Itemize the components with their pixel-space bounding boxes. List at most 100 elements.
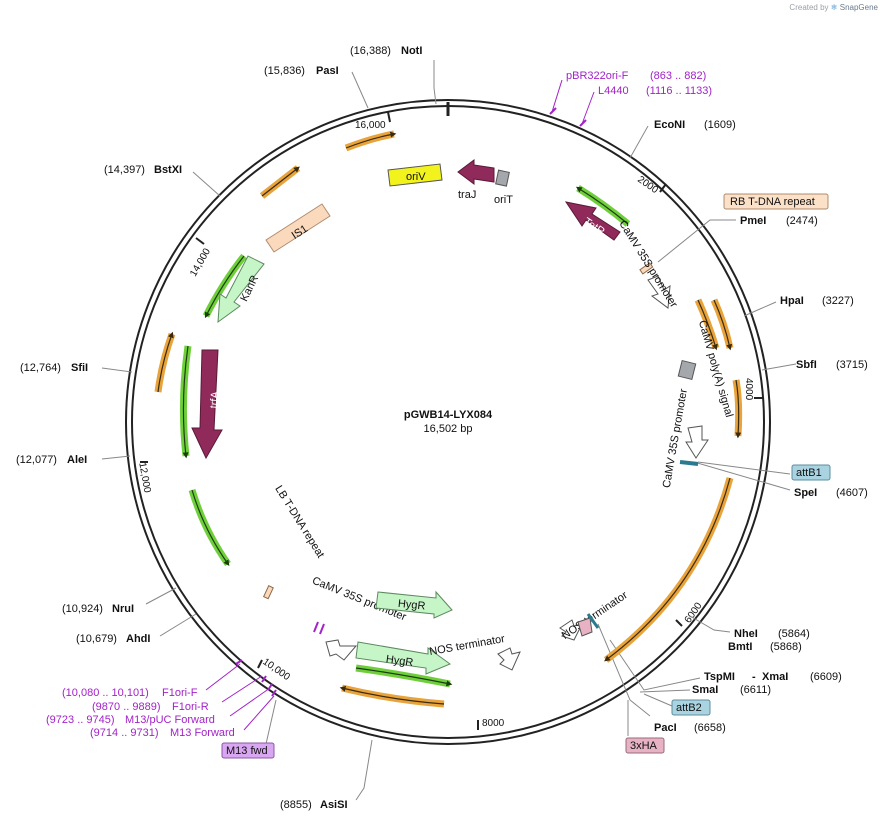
feature-camv-promoter-1: CaMV 35S promoter bbox=[616, 218, 679, 310]
trfa-label: trfA bbox=[208, 390, 221, 409]
green-line bbox=[191, 489, 230, 566]
lb-repeat-mark bbox=[262, 585, 274, 600]
leader-alei bbox=[101, 455, 131, 460]
orf-line bbox=[604, 477, 731, 662]
leader-nrui bbox=[145, 587, 177, 605]
primer-pbr322ori-f: pBR322ori-F bbox=[566, 70, 629, 82]
site-pos-sbfi: (3715) bbox=[836, 359, 868, 371]
nos-terminator-label-2: NOS terminator bbox=[560, 589, 630, 642]
credit-prefix: Created by bbox=[789, 3, 829, 12]
site-leaders bbox=[101, 60, 797, 801]
site-pos-nhei: (5864) bbox=[778, 628, 810, 640]
m13fwd-label: M13 fwd bbox=[226, 745, 268, 757]
site-pos-asisi: (8855) bbox=[280, 799, 312, 811]
feature-traj: traJ oriT bbox=[457, 159, 513, 206]
green-line bbox=[355, 667, 453, 687]
tetr-label: TetR bbox=[581, 216, 607, 238]
primer-range: (1116 .. 1133) bbox=[646, 85, 712, 97]
tick-label: 8000 bbox=[482, 718, 505, 729]
traj-arrow bbox=[457, 159, 495, 185]
leader-noti bbox=[433, 60, 437, 105]
boxed-labels: RB T-DNA repeat attB1 attB2 3xHA M13 fwd bbox=[221, 193, 831, 759]
site-nhei: NheI bbox=[734, 628, 758, 640]
leader-m13forward bbox=[243, 695, 275, 731]
site-pos-alei: (12,077) bbox=[16, 454, 57, 466]
site-asisi: AsiSI bbox=[320, 799, 348, 811]
site-tspmi: TspMI bbox=[704, 671, 735, 683]
site-bstxi: BstXI bbox=[154, 164, 182, 176]
snapgene-credit: Created by ❄ SnapGene bbox=[789, 3, 878, 12]
green-line bbox=[575, 186, 629, 225]
leader-asisi bbox=[355, 739, 373, 801]
site-pmei: PmeI bbox=[740, 215, 766, 227]
primer-range: (9714 .. 9731) bbox=[90, 727, 159, 739]
site-pos-tspmi: (6609) bbox=[810, 671, 842, 683]
leader-econi bbox=[629, 125, 649, 159]
polya-box bbox=[677, 359, 697, 381]
site-pos-hpai: (3227) bbox=[822, 295, 854, 307]
primer-mark bbox=[261, 675, 267, 683]
orf-line bbox=[713, 299, 733, 351]
kanr-arrow bbox=[217, 255, 265, 324]
primer-range: (863 .. 882) bbox=[650, 70, 706, 82]
attb2-box bbox=[671, 699, 711, 716]
plasmid-name: pGWB14-LYX084 bbox=[404, 409, 493, 421]
site-noti: NotI bbox=[401, 45, 422, 57]
feature-camv-promoter-2: CaMV 35S promoter bbox=[661, 388, 709, 489]
site-hpai: HpaI bbox=[780, 295, 804, 307]
primer-range: (9870 .. 9889) bbox=[92, 701, 161, 713]
feature-3xha bbox=[577, 613, 600, 637]
primer-mark bbox=[271, 689, 277, 697]
site-pos-smai: (6611) bbox=[740, 684, 771, 696]
site-sfii: SfiI bbox=[71, 362, 88, 374]
is1-shape bbox=[265, 203, 331, 253]
orf-arrows bbox=[154, 130, 743, 708]
site-pos-noti: (16,388) bbox=[350, 45, 391, 57]
tick-label: 16,000 bbox=[355, 120, 386, 131]
primer-range: (10,080 .. 10,101) bbox=[62, 687, 149, 699]
primer-marks bbox=[235, 107, 587, 697]
m13fwd-box bbox=[221, 742, 275, 759]
hygr-arrow-1 bbox=[375, 590, 453, 619]
tetr-arrow bbox=[564, 201, 621, 241]
site-sbfi: SbfI bbox=[796, 359, 817, 371]
leader-spei bbox=[693, 461, 791, 491]
leader-m13puc bbox=[229, 687, 271, 717]
orf-line bbox=[345, 131, 397, 149]
orf-arrow bbox=[341, 684, 445, 708]
traj-label: traJ bbox=[458, 189, 476, 201]
nos-arrow-2 bbox=[559, 619, 583, 641]
primer-mark bbox=[235, 659, 243, 665]
feature-hygr-2: HygR bbox=[355, 641, 452, 675]
site-pos-bmti: (5868) bbox=[770, 641, 802, 653]
site-pos-spei: (4607) bbox=[836, 487, 868, 499]
primer-mark bbox=[319, 623, 325, 635]
site-smai: SmaI bbox=[692, 684, 718, 696]
tick-mark bbox=[675, 619, 683, 627]
site-alei: AleI bbox=[67, 454, 87, 466]
site-pos-sfii: (12,764) bbox=[20, 362, 61, 374]
primer-m13forward: M13 Forward bbox=[170, 727, 235, 739]
site-pos-paci: (6658) bbox=[694, 722, 726, 734]
leader-attb2 bbox=[643, 693, 673, 707]
leader-hpai bbox=[743, 301, 777, 317]
primer-leaders bbox=[205, 79, 595, 731]
oriv-shape bbox=[387, 163, 443, 187]
site-bmti: BmtI bbox=[728, 641, 752, 653]
leader-m13fwd bbox=[265, 699, 277, 745]
orf-line bbox=[157, 331, 174, 393]
green-arrow bbox=[188, 488, 231, 567]
feature-nos-2: NOS terminator bbox=[559, 589, 630, 642]
site-pos-pmei: (2474) bbox=[786, 215, 818, 227]
ha-label: 3xHA bbox=[630, 740, 658, 752]
promoter-arrow bbox=[325, 639, 358, 661]
hygr-arrow-2 bbox=[355, 641, 452, 675]
rb-repeat-box bbox=[723, 193, 829, 210]
leader-smai bbox=[639, 689, 691, 693]
plasmid-size: 16,502 bp bbox=[424, 423, 473, 435]
orf-line bbox=[339, 685, 445, 705]
primer-labels: pBR322ori-F (863 .. 882) L4440 (1116 .. … bbox=[46, 70, 712, 739]
orf-arrow bbox=[154, 332, 176, 393]
primer-mark bbox=[267, 683, 273, 691]
